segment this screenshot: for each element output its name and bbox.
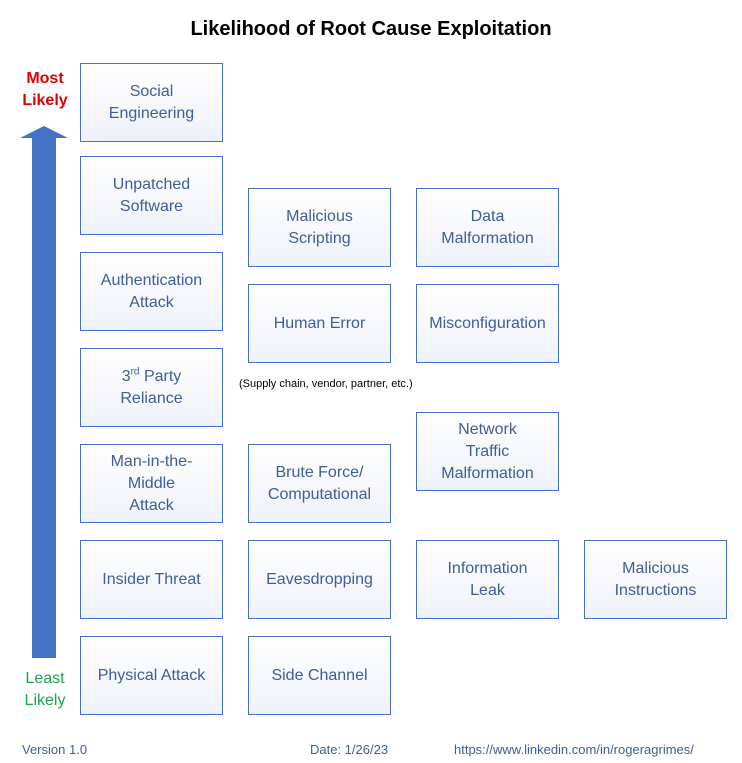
box-label: Man-in-the- Middle Attack (110, 452, 193, 514)
box-human-error: Human Error (248, 284, 391, 363)
box-misconfiguration: Misconfiguration (416, 284, 559, 363)
box-label: Authentication Attack (100, 271, 203, 311)
likelihood-arrow-icon (20, 126, 68, 658)
least-likely-text: Least Likely (24, 670, 66, 709)
box-data-malformation: Data Malformation (416, 188, 559, 267)
box-label: Unpatched Software (112, 175, 191, 215)
third-party-line2: Reliance (120, 389, 183, 407)
box-side-channel: Side Channel (248, 636, 391, 715)
box-label: Insider Threat (102, 570, 201, 588)
box-label: Data Malformation (441, 207, 534, 247)
footer-date: Date: 1/26/23 (310, 742, 389, 757)
most-likely-text: Most Likely (22, 70, 68, 109)
box-social-engineering: Social Engineering (80, 63, 223, 142)
footer-version: Version 1.0 (22, 742, 88, 757)
box-label: Information Leak (447, 559, 528, 599)
third-party-num: 3 (121, 367, 131, 385)
page-title: Likelihood of Root Cause Exploitation (190, 18, 552, 40)
box-label: Misconfiguration (429, 314, 546, 332)
box-label: Physical Attack (97, 666, 206, 684)
box-label: Network Traffic Malformation (441, 420, 534, 482)
box-information-leak: Information Leak (416, 540, 559, 619)
box-label: Brute Force/ Computational (267, 463, 372, 503)
box-unpatched-software: Unpatched Software (80, 156, 223, 235)
box-label: Human Error (273, 314, 366, 332)
box-malicious-scripting: Malicious Scripting (248, 188, 391, 267)
box-man-in-the-middle: Man-in-the- Middle Attack (80, 444, 223, 523)
box-authentication-attack: Authentication Attack (80, 252, 223, 331)
box-eavesdropping: Eavesdropping (248, 540, 391, 619)
box-label: Social Engineering (108, 82, 195, 122)
box-malicious-instructions: Malicious Instructions (584, 540, 727, 619)
most-likely-label: Most Likely (10, 68, 80, 112)
box-insider-threat: Insider Threat (80, 540, 223, 619)
third-party-rest: Party (139, 367, 182, 385)
box-network-traffic-malformation: Network Traffic Malformation (416, 412, 559, 491)
least-likely-label: Least Likely (10, 668, 80, 712)
footer-url[interactable]: https://www.linkedin.com/in/rogeragrimes… (454, 742, 694, 757)
box-label: Eavesdropping (266, 570, 373, 588)
box-physical-attack: Physical Attack (80, 636, 223, 715)
third-party-sup: rd (130, 366, 140, 378)
box-label: Side Channel (271, 666, 368, 684)
box-brute-force: Brute Force/ Computational (248, 444, 391, 523)
box-label: Malicious Scripting (286, 207, 353, 247)
box-label: Malicious Instructions (614, 559, 697, 599)
arrow-shape (20, 126, 68, 658)
supply-chain-note: (Supply chain, vendor, partner, etc.) (239, 378, 413, 390)
